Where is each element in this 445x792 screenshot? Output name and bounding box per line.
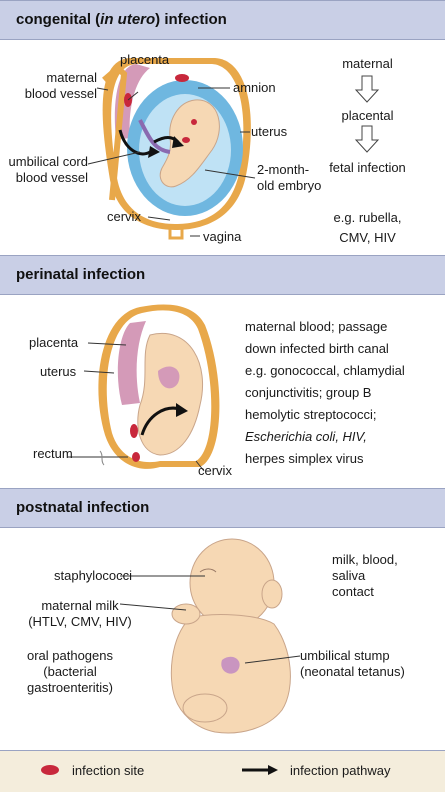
flow-arrow-2 (354, 125, 380, 153)
flow-maternal: maternal (342, 56, 393, 71)
label-umbilical: umbilical cord (8, 154, 88, 169)
congenital-examples-1: e.g. rubella, (333, 210, 402, 225)
label-cervix-1: cervix (107, 209, 141, 224)
postnatal-header: postnatal infection (0, 488, 445, 528)
perinatal-line: maternal blood; passage (245, 319, 388, 334)
label-uterus-2: uterus (40, 364, 77, 379)
route-milk-blood: milk, blood, (332, 552, 398, 567)
perinatal-header: perinatal infection (0, 255, 445, 295)
perinatal-line: conjunctivitis; group B (245, 385, 372, 400)
legend-pathway-label: infection pathway (290, 763, 391, 778)
label-staphylococci: staphylococci (54, 568, 133, 583)
label-embryo-1: 2-month- (257, 162, 310, 177)
label-vagina: vagina (203, 229, 242, 244)
label-maternal: maternal (46, 70, 97, 85)
congenital-examples-2: CMV, HIV (339, 230, 396, 245)
congenital-title: congenital (in utero) infection (16, 11, 227, 28)
label-neonatal-tetanus: (neonatal tetanus) (300, 664, 405, 679)
postnatal-illustration (119, 538, 301, 734)
flow-placental: placental (341, 108, 394, 123)
label-maternal-milk: maternal milk (41, 598, 119, 613)
legend-site-icon (41, 765, 59, 775)
label-oral-pathogens: oral pathogens (26, 648, 113, 663)
label-embryo-2: old embryo (257, 178, 322, 193)
route-saliva: saliva (332, 568, 366, 583)
perinatal-title: perinatal infection (16, 266, 146, 283)
postnatal-title: postnatal infection (16, 499, 150, 516)
embryo-shape (159, 99, 220, 188)
perinatal-illustration (68, 304, 220, 472)
flow-fetal: fetal infection (329, 160, 406, 175)
perinatal-line: e.g. gonococcal, chlamydial (245, 363, 405, 378)
placenta-perinatal (117, 321, 146, 405)
route-contact: contact (332, 584, 374, 599)
legend: infection site infection pathway (0, 750, 445, 792)
label-cervix-2: cervix (198, 463, 232, 478)
baby-head (189, 538, 275, 628)
perinatal-line: hemolytic streptococci; (245, 407, 377, 422)
perinatal-line: Escherichia coli, HIV, (245, 429, 367, 444)
label-blood-vessel: blood vessel (24, 86, 97, 101)
legend-pathway-arrow-icon (242, 765, 278, 775)
flow-arrow-1 (354, 75, 380, 103)
fetus-perinatal (137, 333, 204, 456)
label-placenta-2: placenta (29, 335, 79, 350)
label-rectum: rectum (33, 446, 73, 461)
label-oral-gastro: gastroenteritis) (27, 680, 113, 695)
umbilical-stump (221, 656, 240, 674)
legend-site-label: infection site (72, 763, 145, 778)
perinatal-description: maternal blood; passage down infected bi… (245, 316, 405, 470)
perinatal-line: down infected birth canal (245, 341, 389, 356)
perinatal-line: herpes simplex virus (245, 451, 364, 466)
label-umbilical-vessel: blood vessel (15, 170, 88, 185)
label-amnion: amnion (233, 80, 276, 95)
label-stump: umbilical stump (300, 648, 390, 663)
label-placenta-1: placenta (120, 52, 170, 67)
label-maternal-milk-pathogens: (HTLV, CMV, HIV) (28, 614, 132, 629)
label-oral-bacterial: (bacterial (43, 664, 97, 679)
congenital-header: congenital (in utero) infection (0, 0, 445, 40)
label-uterus-1: uterus (251, 124, 288, 139)
congenital-illustration (87, 58, 380, 240)
